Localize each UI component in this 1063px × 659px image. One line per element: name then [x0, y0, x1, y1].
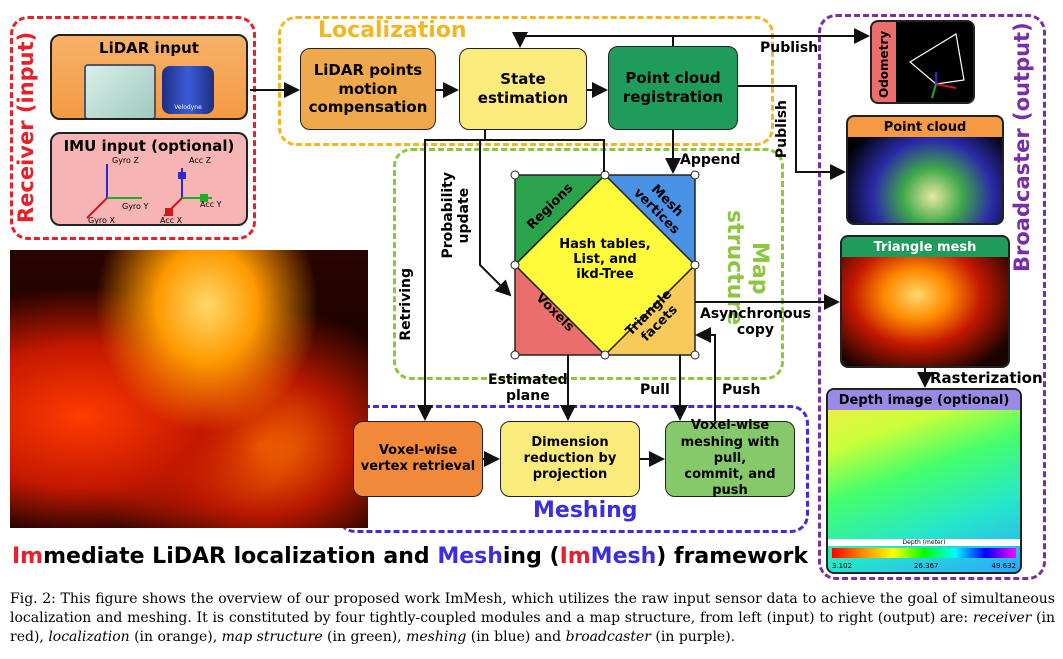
- title-mesh-2: Mesh: [590, 544, 657, 569]
- map-structure-group-label: Map structure: [722, 210, 772, 326]
- title-im-2: Im: [559, 544, 591, 569]
- imu-input-panel: IMU input (optional) Gyro Z Gyro Y Gyro …: [50, 132, 248, 226]
- state-estimation-box: State estimation: [459, 48, 587, 130]
- lidar-sensor-cube-icon: [84, 64, 156, 118]
- lidar-mesh-illustration: [10, 250, 368, 528]
- lidar-input-title: LiDAR input: [99, 39, 199, 57]
- vertex-retrieval-box: Voxel-wise vertex retrieval: [353, 421, 483, 497]
- depth-image-title: Depth image (optional): [828, 390, 1020, 410]
- caption-text: (in orange),: [129, 629, 222, 645]
- caption-text: (in green),: [322, 629, 407, 645]
- caption-meshing: meshing: [406, 629, 467, 645]
- motion-compensation-box: LiDAR points motion compensation: [300, 48, 436, 130]
- imu-axis-label: Acc Y: [200, 200, 222, 209]
- imu-axis-label: Acc X: [160, 216, 183, 225]
- title-part-2: ing (: [502, 544, 560, 569]
- asynchronous-copy-label: Asynchronous copy: [700, 306, 811, 339]
- mesh-pull-push-box: Voxel-wise meshing with pull, commit, an…: [665, 418, 795, 498]
- caption-receiver: receiver: [972, 610, 1032, 626]
- point-cloud-title: Point cloud: [848, 117, 1002, 137]
- caption-text: (in blue) and: [466, 629, 566, 645]
- imu-axis-label: Acc Z: [189, 156, 212, 165]
- imu-axis-label: Gyro Z: [112, 156, 139, 165]
- velodyne-sensor-icon: [162, 66, 214, 114]
- dimension-reduction-box: Dimension reduction by projection: [500, 421, 640, 497]
- depth-colorbar-min: 3.102: [832, 562, 853, 570]
- receiver-group: [10, 16, 256, 240]
- estimated-plane-label: Estimated plane: [488, 372, 568, 405]
- map-center-label: Hash tables, List, and ikd-Tree: [559, 237, 651, 282]
- caption-text: (in purple).: [650, 629, 736, 645]
- push-label: Push: [722, 382, 761, 398]
- broadcaster-group: [818, 14, 1046, 580]
- depth-colorbar-max: 49.632: [991, 562, 1017, 570]
- triangle-mesh-panel: Triangle mesh: [840, 235, 1010, 368]
- rasterization-label: Rasterization: [930, 369, 1043, 387]
- imu-input-title: IMU input (optional): [63, 137, 235, 155]
- depth-colorbar-mid: 26.367: [914, 562, 939, 570]
- imu-axes-diagram: [86, 164, 212, 219]
- caption-map-structure: map structure: [221, 629, 323, 645]
- caption-text: Fig. 2: This figure shows the overview o…: [10, 591, 1055, 626]
- broadcaster-group-label: Broadcaster (output): [1010, 22, 1034, 272]
- imu-axis-label: Gyro Y: [122, 202, 149, 211]
- meshing-group-label: Meshing: [533, 498, 638, 523]
- title-mesh-1: Mesh: [437, 544, 503, 569]
- lidar-input-panel: LiDAR input Velodyne: [50, 34, 248, 120]
- depth-colorbar: [832, 548, 1016, 558]
- odometry-panel: Odometry: [870, 20, 975, 104]
- publish-top-label: Publish: [760, 40, 819, 56]
- depth-image-panel: Depth image (optional) Depth (meter) 3.1…: [826, 388, 1022, 574]
- publish-side-label: Publish: [774, 100, 790, 159]
- pull-label: Pull: [640, 382, 670, 398]
- velodyne-brand-label: Velodyne: [174, 104, 202, 111]
- odometry-title: Odometry: [872, 22, 896, 102]
- localization-group-label: Localization: [318, 18, 467, 43]
- odometry-frame-icon: [908, 33, 965, 99]
- retriving-label: Retriving: [398, 268, 414, 341]
- receiver-group-label: Receiver (input): [14, 31, 38, 223]
- title-part-3: ) framework: [656, 544, 808, 569]
- point-cloud-registration-box: Point cloud registration: [608, 46, 738, 130]
- imu-axis-label: Gyro X: [88, 216, 115, 225]
- point-cloud-panel: Point cloud: [846, 115, 1004, 225]
- caption-broadcaster: broadcaster: [565, 629, 651, 645]
- caption-text: (in red),: [10, 610, 1055, 645]
- probability-update-label: Probability update: [440, 172, 473, 259]
- append-label: Append: [680, 152, 741, 168]
- caption-localization: localization: [48, 629, 130, 645]
- triangle-mesh-title: Triangle mesh: [842, 237, 1008, 257]
- framework-title: Immediate LiDAR localization and Meshing…: [10, 544, 810, 569]
- title-im-1: Im: [11, 544, 44, 569]
- figure-caption: Fig. 2: This figure shows the overview o…: [10, 590, 1055, 647]
- title-part-1: mediate LiDAR localization and: [43, 544, 438, 569]
- depth-colorbar-title: Depth (meter): [828, 539, 1020, 546]
